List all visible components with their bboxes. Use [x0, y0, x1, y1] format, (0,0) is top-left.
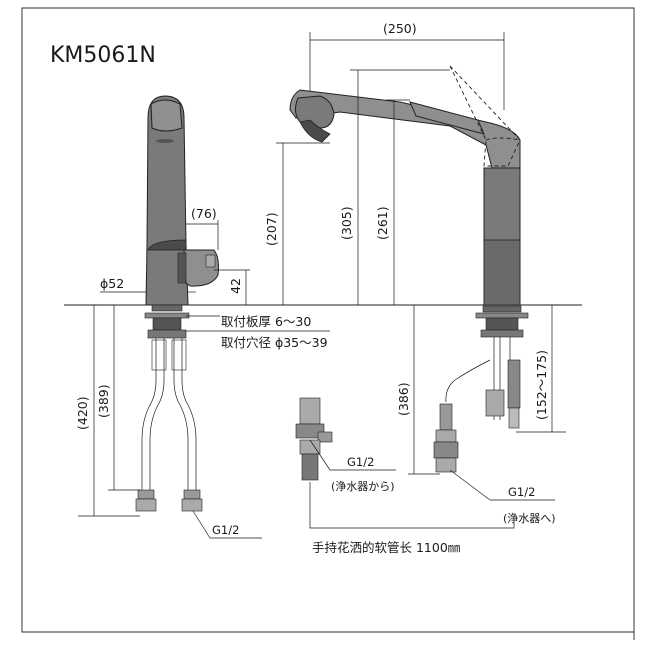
- dim-hose-length-inner: (389): [96, 384, 111, 418]
- dim-top-width: (250): [383, 21, 417, 36]
- dim-diameter: ϕ52: [100, 276, 124, 291]
- connector-purifier-to: (浄水器へ): [503, 511, 556, 525]
- front-view-faucet: [135, 95, 219, 512]
- connector-purifier-g: G1/2: [347, 455, 374, 469]
- note-mount-hole: 取付穴径 ϕ35〜39: [221, 335, 328, 350]
- dim-head-height: (305): [339, 206, 354, 240]
- connector-left-g: G1/2: [212, 523, 239, 537]
- note-hose-length: 手持花洒的软管长 1100㎜: [312, 540, 461, 555]
- under-counter-right: [445, 305, 529, 429]
- dim-handle-height: 42: [228, 278, 243, 294]
- dim-hose-length-left: (420): [75, 396, 90, 430]
- dim-lever-offset: (76): [191, 206, 217, 221]
- dim-pipe-length: (386): [396, 382, 411, 416]
- dim-shank-range: (152〜175): [534, 350, 549, 420]
- dim-spout-height: (207): [264, 212, 279, 246]
- purifier-inlet-connector: [433, 403, 459, 473]
- side-view-faucet: [289, 65, 521, 306]
- connector-purifier-to-g: G1/2: [508, 485, 535, 499]
- connector-purifier-from: (浄水器から): [331, 479, 395, 493]
- note-mount-thickness: 取付板厚 6〜30: [221, 314, 311, 329]
- purifier-outlet-connector: [295, 397, 333, 481]
- dim-body-height: (261): [375, 206, 390, 240]
- model-title: KM5061N: [50, 43, 156, 68]
